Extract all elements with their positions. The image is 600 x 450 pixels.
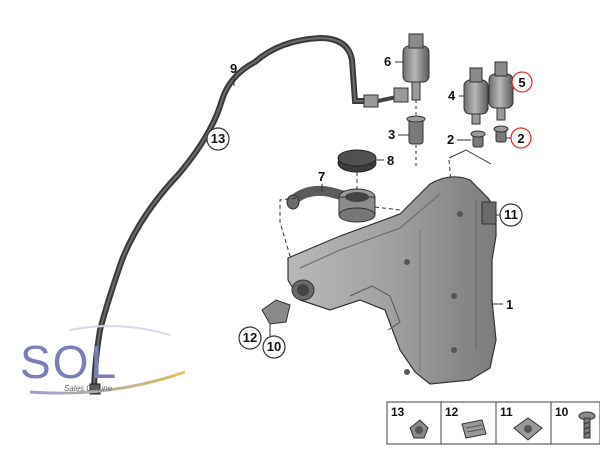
legend-item-12: 12 [445, 405, 487, 439]
callout-10: 10 [267, 339, 281, 354]
speed-nut-icon [513, 417, 543, 441]
legend-item-13: 13 [391, 405, 429, 439]
logo-subtitle: Sales OnLine [64, 384, 113, 393]
callout-8: 8 [387, 153, 394, 168]
callout-9: 9 [230, 61, 237, 76]
filler-neck-7 [286, 185, 376, 223]
grommet-2b [493, 125, 509, 143]
legend-label-11: 11 [500, 405, 513, 419]
callout-11: 11 [504, 207, 518, 222]
callout-10-circle [262, 335, 286, 359]
callout-5-circle [511, 71, 533, 93]
washer-pump-6 [402, 33, 430, 118]
filler-cap-8 [337, 149, 377, 173]
callout-6: 6 [384, 54, 391, 69]
mounting-bracket [261, 299, 291, 336]
pump-location-leader [448, 149, 492, 165]
washer-pump-5 [488, 61, 514, 121]
washer-hose [89, 34, 379, 395]
callout-2a: 2 [447, 132, 454, 147]
callout-1: 1 [506, 297, 513, 312]
callout-12-circle [238, 326, 262, 350]
callout-3: 3 [388, 127, 395, 142]
hose-connector [377, 87, 409, 103]
sol-logo: SOL Sales OnLine [20, 325, 186, 395]
callout-7: 7 [318, 169, 325, 184]
screw-icon [578, 411, 596, 439]
callouts: 9 13 6 4 5 3 2 2 8 7 11 1 [206, 54, 533, 359]
grommet-3 [406, 115, 426, 168]
legend-label-13: 13 [391, 405, 405, 419]
callout-11-circle [499, 203, 523, 227]
callout-13: 13 [211, 131, 225, 146]
callout-5: 5 [518, 75, 525, 90]
callout-12: 12 [243, 330, 257, 345]
logo-text: SOL [20, 336, 118, 388]
legend-label-12: 12 [445, 405, 459, 419]
legend-item-11: 11 [500, 405, 543, 441]
grommet-2a [470, 130, 486, 148]
callout-2b-circle [510, 127, 532, 149]
fastener-legend: 13 12 11 10 [386, 401, 600, 445]
washer-tank [287, 176, 497, 385]
hose-clip-icon [409, 419, 429, 439]
callout-2b: 2 [517, 131, 524, 146]
legend-item-10: 10 [555, 405, 596, 439]
spring-nut-icon [461, 419, 487, 439]
washer-pump-4 [463, 67, 489, 125]
callout-4: 4 [448, 88, 456, 103]
callout-13-circle [206, 127, 230, 151]
legend-label-10: 10 [555, 405, 569, 419]
